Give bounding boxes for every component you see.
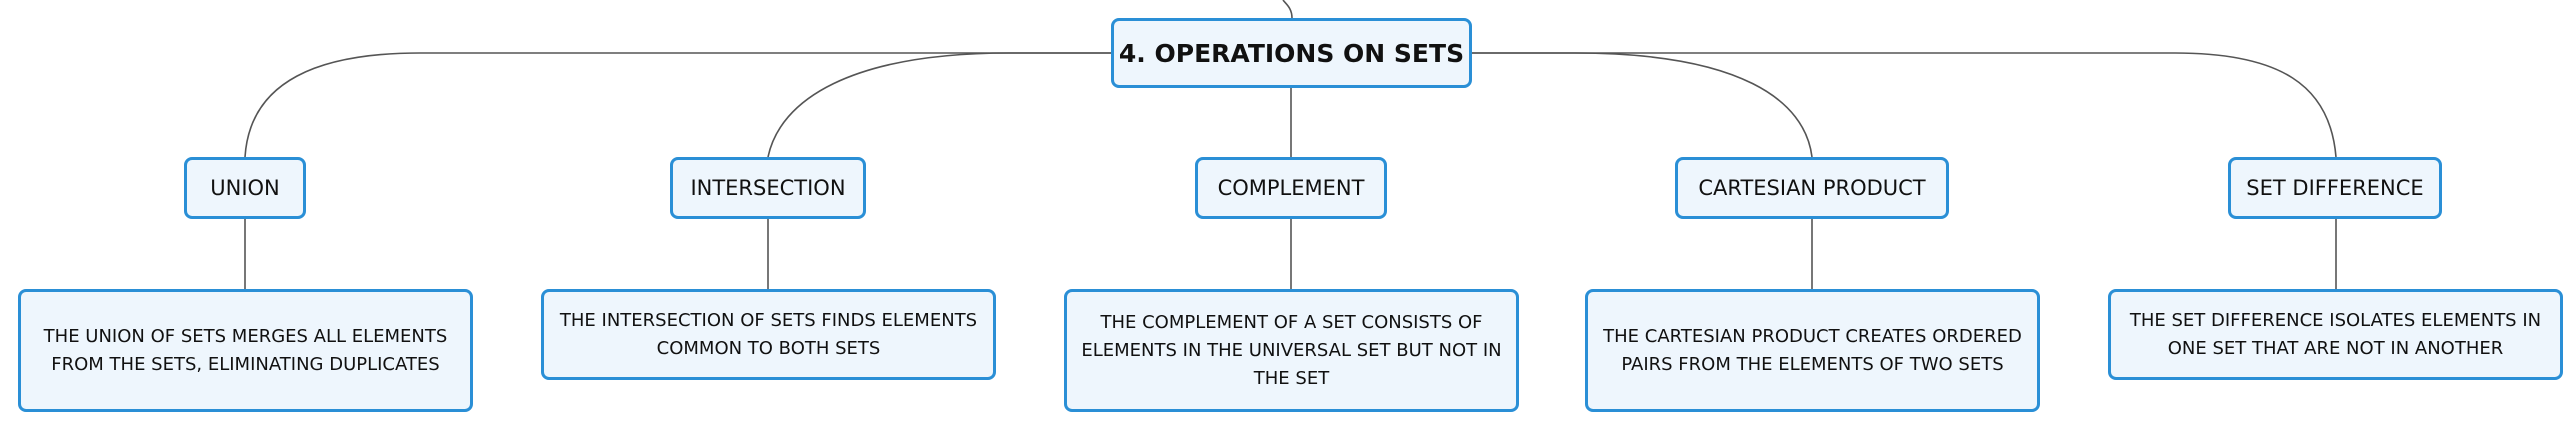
description-intersection[interactable]: THE INTERSECTION OF SETS FINDS ELEMENTS … — [541, 289, 996, 380]
topic-label-union: UNION — [210, 176, 280, 200]
description-text-intersection: THE INTERSECTION OF SETS FINDS ELEMENTS … — [559, 309, 978, 359]
topic-cartesian-product[interactable]: CARTESIAN PRODUCT — [1675, 157, 1949, 219]
description-union[interactable]: THE UNION OF SETS MERGES ALL ELEMENTS FR… — [18, 289, 473, 412]
root-label: 4. OPERATIONS ON SETS — [1118, 38, 1465, 68]
connector-root-intersection — [767, 52, 1111, 158]
description-text-complement: THE COMPLEMENT OF A SET CONSISTS OF ELEM… — [1081, 311, 1502, 389]
topic-label-set-difference: SET DIFFERENCE — [2246, 176, 2424, 200]
connector-root-cartesian — [1472, 52, 1813, 158]
description-set-difference[interactable]: THE SET DIFFERENCE ISOLATES ELEMENTS IN … — [2108, 289, 2563, 380]
description-text-union: THE UNION OF SETS MERGES ALL ELEMENTS FR… — [43, 325, 448, 375]
topic-complement[interactable]: COMPLEMENT — [1195, 157, 1387, 219]
topic-label-intersection: INTERSECTION — [690, 176, 846, 200]
parent-connector — [1282, 0, 1293, 19]
topic-set-difference[interactable]: SET DIFFERENCE — [2228, 157, 2442, 219]
description-text-cartesian-product: THE CARTESIAN PRODUCT CREATES ORDERED PA… — [1603, 325, 2022, 375]
description-complement[interactable]: THE COMPLEMENT OF A SET CONSISTS OF ELEM… — [1064, 289, 1519, 412]
topic-label-complement: COMPLEMENT — [1217, 176, 1365, 200]
description-text-set-difference: THE SET DIFFERENCE ISOLATES ELEMENTS IN … — [2129, 309, 2542, 359]
connector-root-union — [244, 52, 1111, 158]
topic-intersection[interactable]: INTERSECTION — [670, 157, 866, 219]
connector-root-setdifference — [1472, 52, 2337, 158]
description-cartesian-product[interactable]: THE CARTESIAN PRODUCT CREATES ORDERED PA… — [1585, 289, 2040, 412]
root-node[interactable]: 4. OPERATIONS ON SETS — [1111, 18, 1472, 88]
topic-label-cartesian-product: CARTESIAN PRODUCT — [1698, 176, 1926, 200]
topic-union[interactable]: UNION — [184, 157, 306, 219]
